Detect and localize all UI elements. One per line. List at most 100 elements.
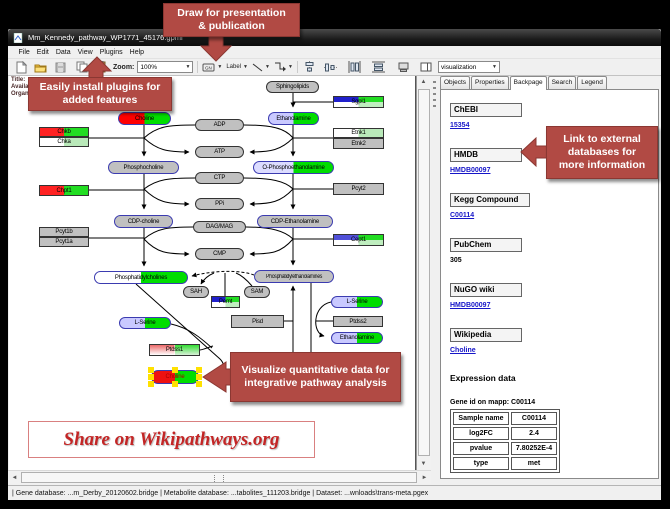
pathway-node-pcyt2[interactable]: Pcyt2 <box>333 183 384 195</box>
app-icon <box>13 32 23 43</box>
align-center-button[interactable] <box>304 60 315 75</box>
show-panel-button[interactable] <box>420 60 432 75</box>
save-button[interactable] <box>55 60 66 75</box>
pathway-node-sam[interactable]: SAM <box>244 286 270 298</box>
pathway-node-ptdss1[interactable]: Ptdss1 <box>149 344 200 356</box>
menu-help[interactable]: Help <box>129 48 145 56</box>
selection-handle[interactable] <box>148 367 154 373</box>
toolbar: Zoom: 100%▼ GN▼ Label▼ ▼ ▼ visualization… <box>8 59 661 76</box>
pathway-node-o-phosphoethanolamine[interactable]: O-Phosphoethanolamine <box>253 161 334 174</box>
menu-bar: File Edit Data View Plugins Help <box>8 46 661 59</box>
selection-handle[interactable] <box>172 381 178 387</box>
datanode-tool-button[interactable]: GN▼ <box>202 60 222 75</box>
chevron-down-icon: ▼ <box>287 64 293 70</box>
menu-data[interactable]: Data <box>55 48 71 56</box>
db-link[interactable]: 15354 <box>450 122 470 129</box>
pathway-node-cdp-choline[interactable]: CDP-choline <box>114 215 173 228</box>
pathway-node-dag-mag[interactable]: DAG/MAG <box>193 221 246 233</box>
distribute-horizontal-button[interactable] <box>348 60 361 75</box>
selection-handle[interactable] <box>196 381 202 387</box>
vertical-scroll-thumb[interactable] <box>418 89 430 456</box>
table-cell: pvalue <box>453 442 509 455</box>
db-header-chebi: ChEBI <box>450 103 522 117</box>
menu-file[interactable]: File <box>18 48 30 56</box>
open-file-button[interactable] <box>34 60 47 75</box>
vertical-scrollbar[interactable]: ▲ ▼ <box>416 76 431 470</box>
db-link[interactable]: HMDB00097 <box>450 167 491 174</box>
pathway-node-l-serine[interactable]: L-Serine <box>119 317 171 329</box>
pathway-node-sphingolipids[interactable]: Sphingolipids <box>266 81 319 93</box>
zoom-combobox[interactable]: 100%▼ <box>137 61 194 73</box>
pathway-node-phosphatidylethanolamines[interactable]: Phosphatidylethanolamines <box>254 270 334 283</box>
pathway-node-ctp[interactable]: CTP <box>195 172 244 184</box>
pathway-node-phosphatidylcholines[interactable]: Phosphatidylcholines <box>94 271 188 284</box>
pathway-node-sah[interactable]: SAH <box>183 286 209 298</box>
selection-handle[interactable] <box>148 374 154 380</box>
pathway-node-chpt1[interactable]: Chpt1 <box>39 185 89 196</box>
tab-search[interactable]: Search <box>547 76 577 89</box>
pathway-node-cdp-ethanolamine[interactable]: CDP-Ethanolamine <box>257 215 333 228</box>
copy-button[interactable] <box>76 60 88 75</box>
selection-handle[interactable] <box>196 367 202 373</box>
pathway-node-etnk1[interactable]: Etnk1 <box>333 128 384 138</box>
connector-tool-button[interactable]: ▼ <box>274 60 293 75</box>
tab-objects[interactable]: Objects <box>440 76 471 89</box>
pathway-node-chka[interactable]: Chka <box>39 137 89 147</box>
table-cell: 7.80252E-4 <box>511 442 557 455</box>
db-link[interactable]: C00114 <box>450 212 475 219</box>
selection-handle[interactable] <box>172 367 178 373</box>
tab-legend[interactable]: Legend <box>577 76 607 89</box>
title-bar[interactable]: Mm_Kennedy_pathway_WP1771_45176.gpml <box>8 29 661 46</box>
pathway-node-cept1[interactable]: Cept1 <box>333 234 384 246</box>
panel-splitter[interactable] <box>431 76 438 484</box>
scroll-left-icon[interactable]: ◄ <box>11 475 18 481</box>
new-file-button[interactable] <box>16 60 27 75</box>
selection-handle[interactable] <box>148 381 154 387</box>
scroll-down-icon[interactable]: ▼ <box>420 461 427 467</box>
pathway-node-sgpl1[interactable]: Sgpl1 <box>333 96 384 108</box>
pathway-node-atp[interactable]: ATP <box>195 146 244 158</box>
pathway-node-ppi[interactable]: PPi <box>195 198 244 210</box>
line-tool-button[interactable]: ▼ <box>252 60 270 75</box>
db-link[interactable]: Choline <box>450 347 476 354</box>
pathway-node-cmp[interactable]: CMP <box>195 248 244 260</box>
label-tool-button[interactable]: Label▼ <box>226 64 248 70</box>
pathway-node-ptdss2[interactable]: Ptdss2 <box>333 316 383 327</box>
pathway-node-etnk2[interactable]: Etnk2 <box>333 138 384 149</box>
horizontal-scrollbar[interactable]: ◄ ► <box>8 470 431 484</box>
visualization-combobox[interactable]: visualization▼ <box>438 61 500 73</box>
pathway-node-ethanolamine[interactable]: Ethanolamine <box>331 332 383 344</box>
paste-button[interactable] <box>95 60 106 75</box>
pathway-node-ethanolamine[interactable]: Ethanolamine <box>268 112 319 125</box>
tab-backpage[interactable]: Backpage <box>509 76 547 90</box>
scroll-right-icon[interactable]: ► <box>421 475 428 481</box>
selection-handle[interactable] <box>196 374 202 380</box>
pathway-node-choline[interactable]: Choline <box>118 112 171 125</box>
menu-view[interactable]: View <box>77 48 93 56</box>
pathway-node-pcyt1a[interactable]: Pcyt1a <box>39 237 89 247</box>
db-link[interactable]: HMDB00097 <box>450 302 491 309</box>
align-middle-button[interactable] <box>323 60 337 75</box>
menu-edit[interactable]: Edit <box>36 48 49 56</box>
pathway-node-pcyt1b[interactable]: Pcyt1b <box>39 227 89 237</box>
scroll-up-icon[interactable]: ▲ <box>420 79 427 85</box>
pathway-node-pemt[interactable]: Pemt <box>211 296 240 308</box>
tab-properties[interactable]: Properties <box>471 76 509 89</box>
distribute-vertical-button[interactable] <box>371 60 385 75</box>
menu-plugins[interactable]: Plugins <box>99 48 123 56</box>
common-bounds-button[interactable] <box>398 60 409 75</box>
pathway-node-phosphocholine[interactable]: Phosphocholine <box>108 161 179 174</box>
zoom-label: Zoom: <box>113 63 135 71</box>
pathway-node-pisd[interactable]: Pisd <box>231 315 284 328</box>
pathway-node-l-serine[interactable]: L-Serine <box>331 296 383 308</box>
horizontal-scroll-thumb[interactable] <box>21 472 417 483</box>
pathway-node-chkb[interactable]: Chkb <box>39 127 89 137</box>
pathway-node-adp[interactable]: ADP <box>195 119 244 131</box>
